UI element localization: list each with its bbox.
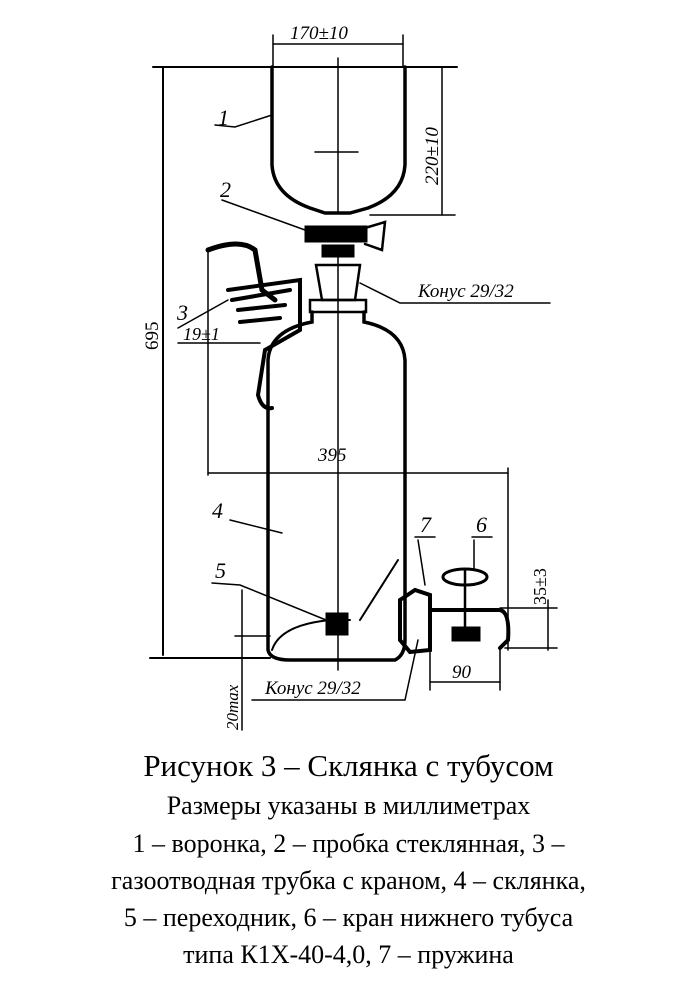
funnel (270, 65, 407, 215)
funnel-height-label: 220±10 (422, 127, 443, 185)
tube-offset-label: 19±1 (183, 324, 220, 344)
bottle (266, 310, 407, 662)
callout-3: 3 (176, 300, 188, 325)
total-height-label: 695 (142, 322, 163, 351)
figure-title: Рисунок 3 – Склянка с тубусом (143, 748, 554, 783)
caption-line: 5 – переходник, 6 – кран нижнего тубуса (123, 903, 574, 932)
gas-tube-clamp (230, 288, 292, 324)
stopcock-handle (363, 220, 387, 252)
leader-cone-top (359, 282, 551, 304)
cone-bottom-label: Конус 29/32 (264, 678, 361, 699)
bottom-gap-label: 20max (223, 684, 242, 730)
leader-7 (414, 536, 436, 586)
callout-1: 1 (218, 105, 229, 130)
gas-tube-valve (226, 277, 302, 411)
caption-line: Размеры указаны в миллиметрах (166, 791, 531, 820)
leader-cone-bottom (251, 639, 419, 701)
stopcock (304, 225, 368, 243)
bottle-technical-drawing: 170±10 220±10 695 19±1 395 35±3 90 20max… (142, 23, 558, 731)
callout-7: 7 (420, 512, 432, 537)
tap-height-label: 35±3 (530, 568, 550, 605)
gas-tube (205, 241, 278, 303)
leader-5 (211, 582, 327, 621)
leader-2 (221, 199, 306, 231)
overall-width-label: 395 (317, 445, 347, 466)
leader-6 (471, 536, 493, 571)
neck-collar (308, 298, 368, 314)
cone-top-label: Конус 29/32 (417, 281, 514, 302)
tap-length-label: 90 (452, 662, 472, 683)
callout-4: 4 (212, 498, 223, 523)
funnel-width-label: 170±10 (290, 23, 348, 44)
callout-6: 6 (476, 512, 487, 537)
callout-2: 2 (220, 177, 231, 202)
leader-1 (214, 114, 273, 128)
tap-body (451, 626, 481, 642)
leader-4 (229, 519, 283, 534)
caption-line: 1 – воронка, 2 – пробка стеклянная, 3 – (132, 829, 565, 858)
leader-3 (177, 299, 229, 329)
adapter (325, 612, 349, 636)
caption-line: газоотводная трубка с краном, 4 – склянк… (111, 866, 586, 895)
callout-5: 5 (215, 558, 226, 583)
adapter-line (359, 559, 399, 621)
caption-line: типа К1Х-40-4,0, 7 – пружина (183, 940, 514, 969)
tap-outlet (428, 608, 511, 650)
